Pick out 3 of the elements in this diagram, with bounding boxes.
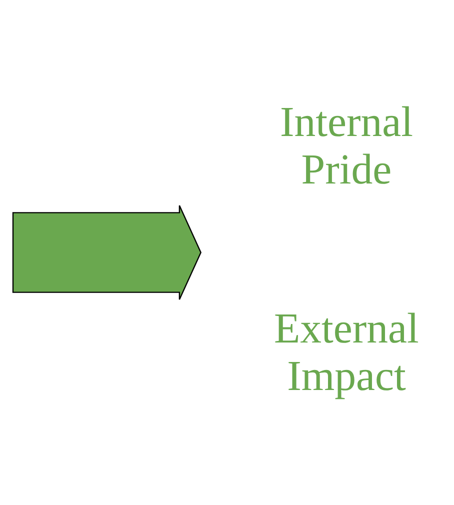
node-arrow: [12, 204, 202, 300]
label: Internal Pride: [280, 98, 414, 194]
label: External Impact: [274, 306, 419, 400]
